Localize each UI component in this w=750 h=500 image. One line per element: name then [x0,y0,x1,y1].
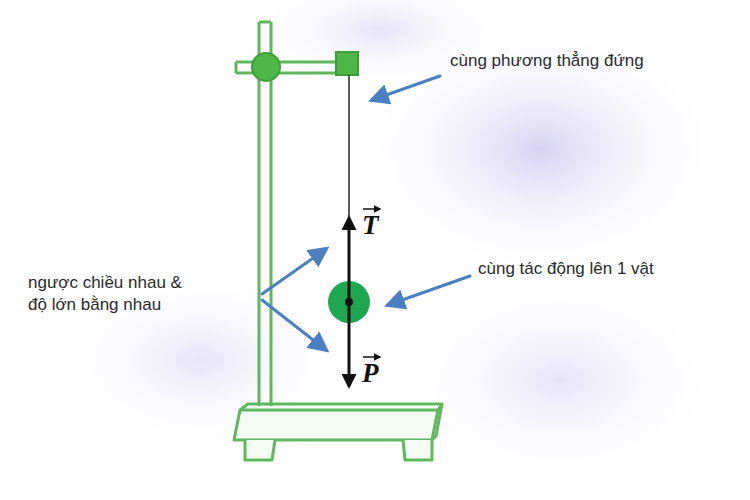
annotation-text: ngược chiều nhau & độ lớn bằng nhau [28,272,194,316]
force-label: T [362,212,379,239]
annotation-text: cùng phương thẳng đứng [450,50,644,72]
force-label: P [362,360,379,387]
annotation-text: cùng tác động lên 1 vật [478,258,654,280]
